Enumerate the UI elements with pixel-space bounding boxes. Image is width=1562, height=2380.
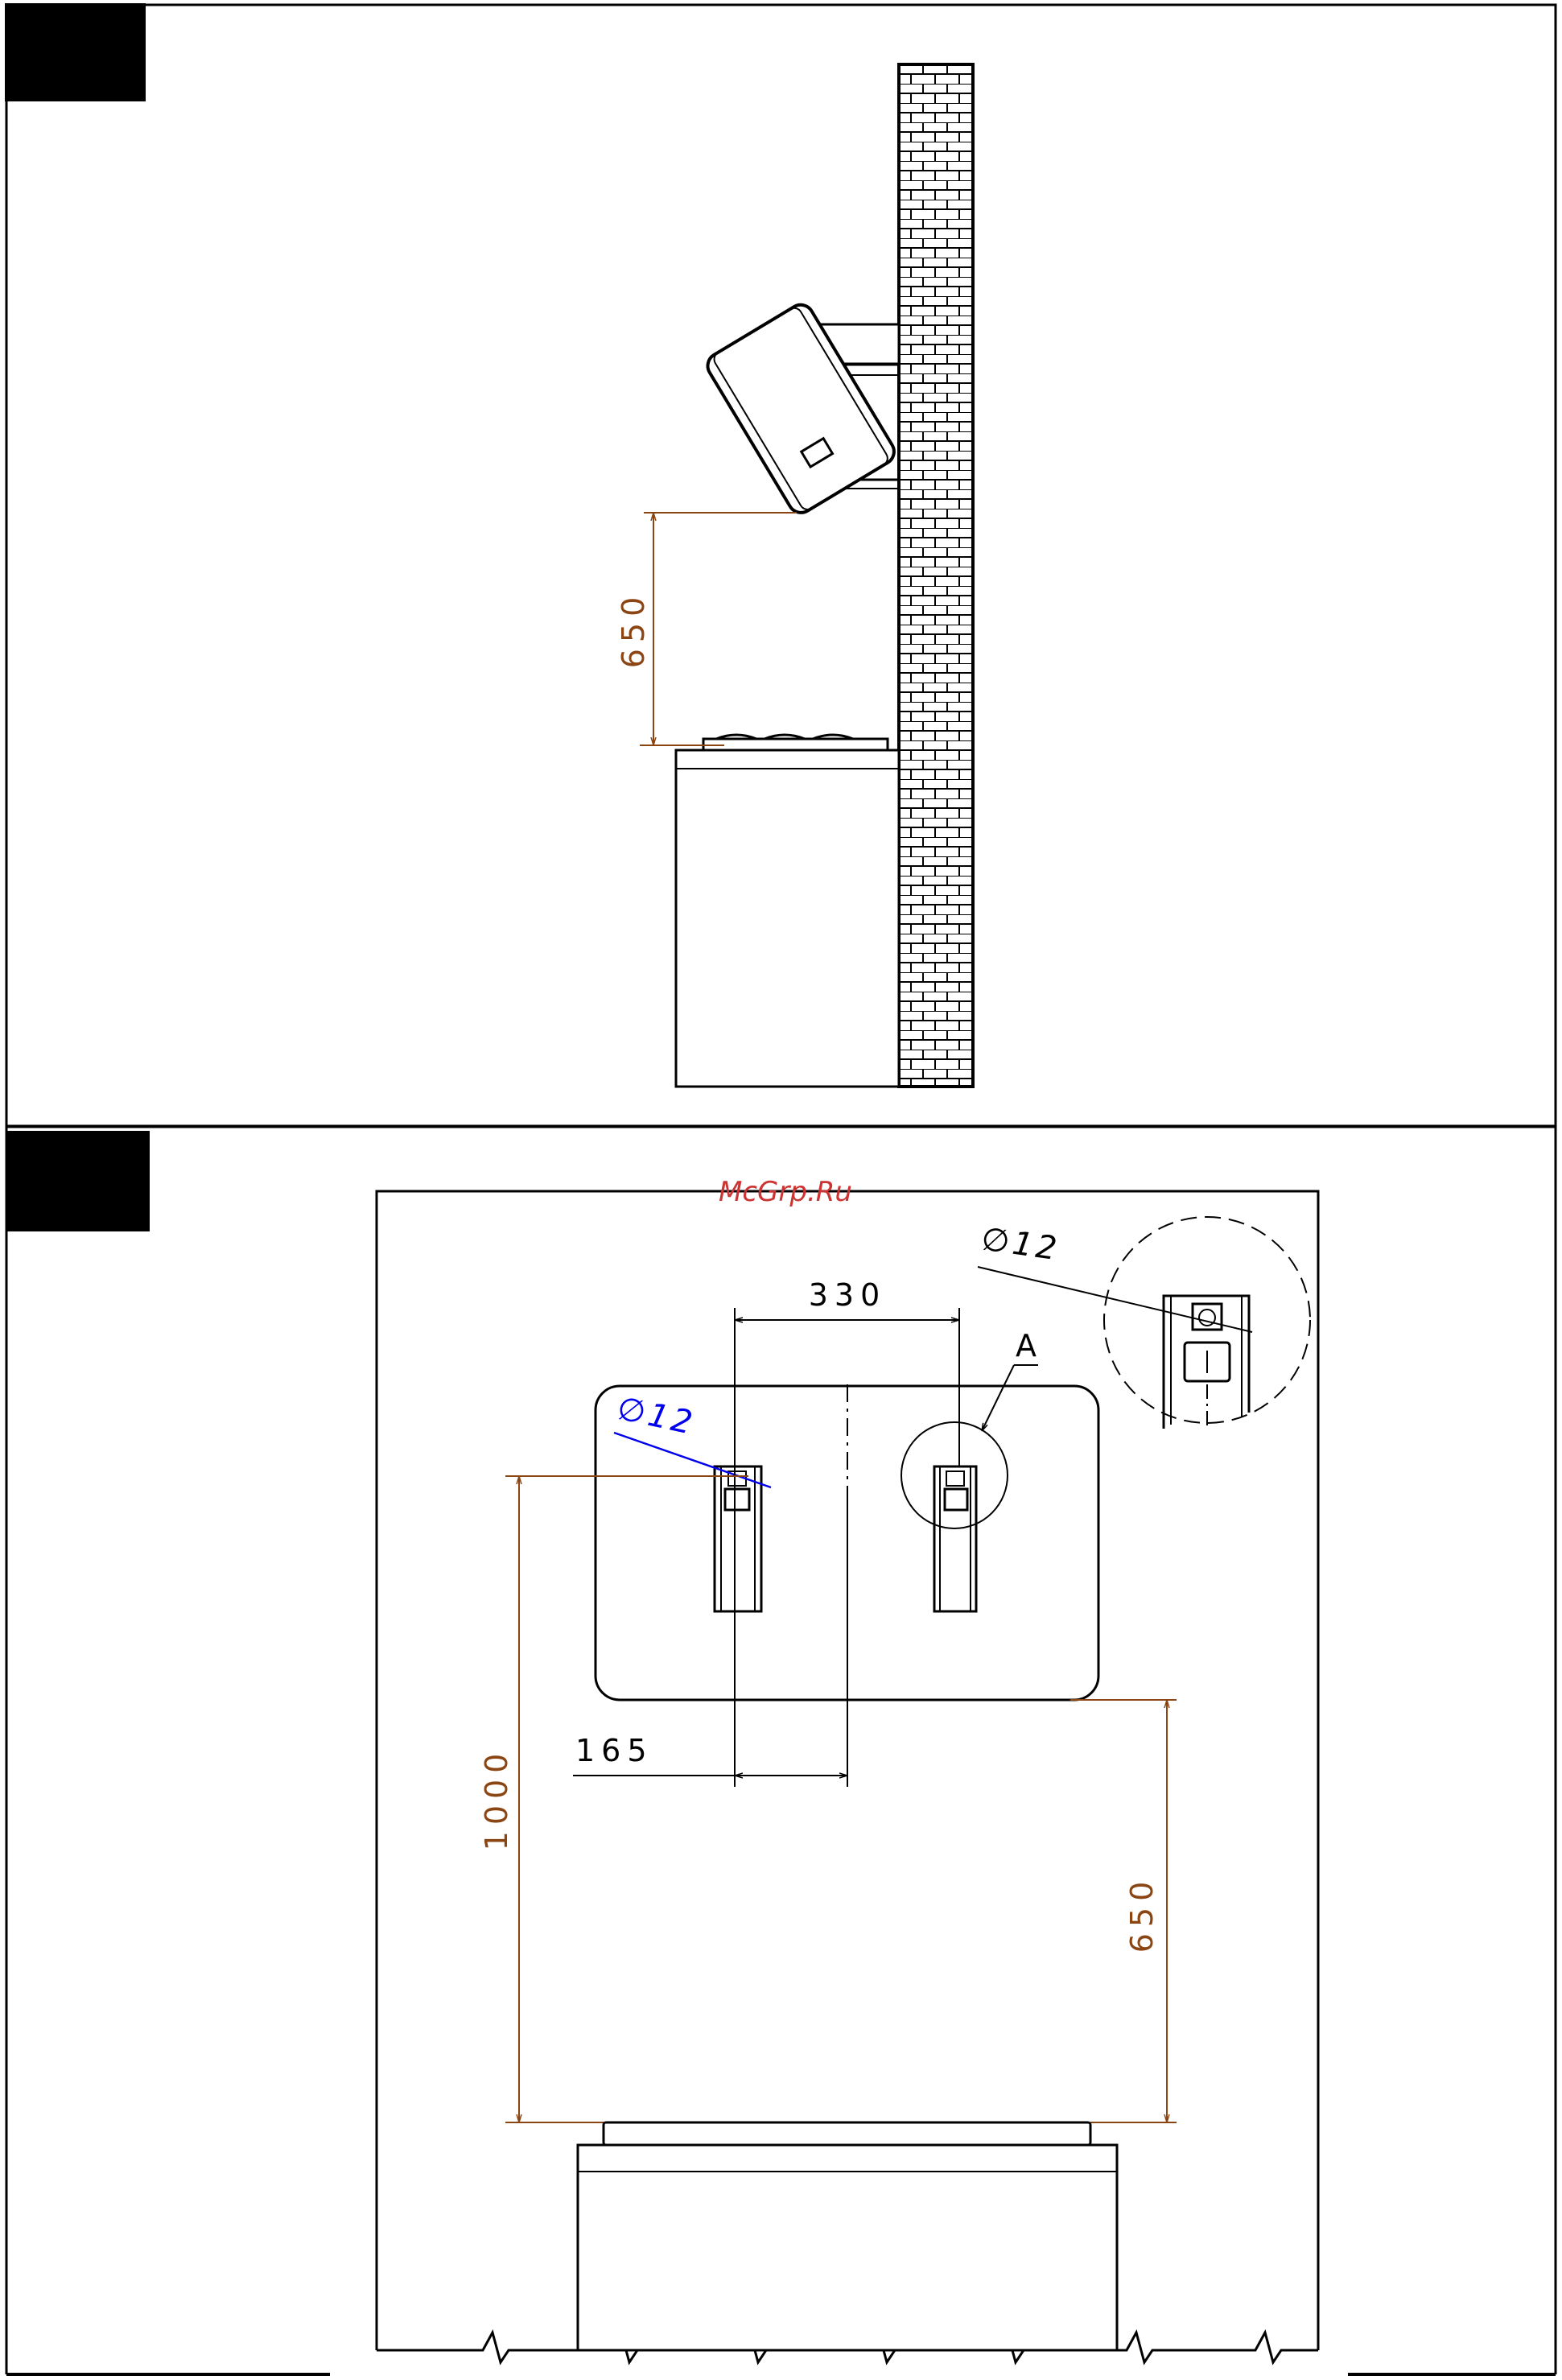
brick-wall — [899, 64, 973, 1087]
cabinet-side — [676, 750, 899, 1087]
side-view-panel: 650 — [5, 3, 1556, 1126]
hob-front — [604, 2122, 1090, 2145]
panel-1-marker — [5, 3, 146, 101]
watermark: McGrp.Ru — [719, 1176, 852, 1208]
side-650-label: 650 — [616, 591, 651, 669]
detail-hole-label: ∅12 — [979, 1220, 1062, 1268]
spacing-label: 330 — [809, 1277, 887, 1313]
front-view-panel: A ∅12 330 165 1000 650 — [6, 1127, 1556, 2374]
detail-ref-label: A — [1016, 1328, 1043, 1363]
panel-2-marker — [6, 1131, 150, 1231]
hob-side — [703, 739, 888, 750]
bracket-right — [934, 1466, 976, 1611]
hood-height-label: 650 — [1124, 1875, 1160, 1953]
cabinet-front — [578, 2145, 1117, 2350]
bracket-left — [715, 1466, 761, 1611]
offset-label: 165 — [575, 1733, 653, 1768]
detail-hole-leader — [978, 1267, 1252, 1332]
total-height-label: 1000 — [479, 1747, 514, 1851]
